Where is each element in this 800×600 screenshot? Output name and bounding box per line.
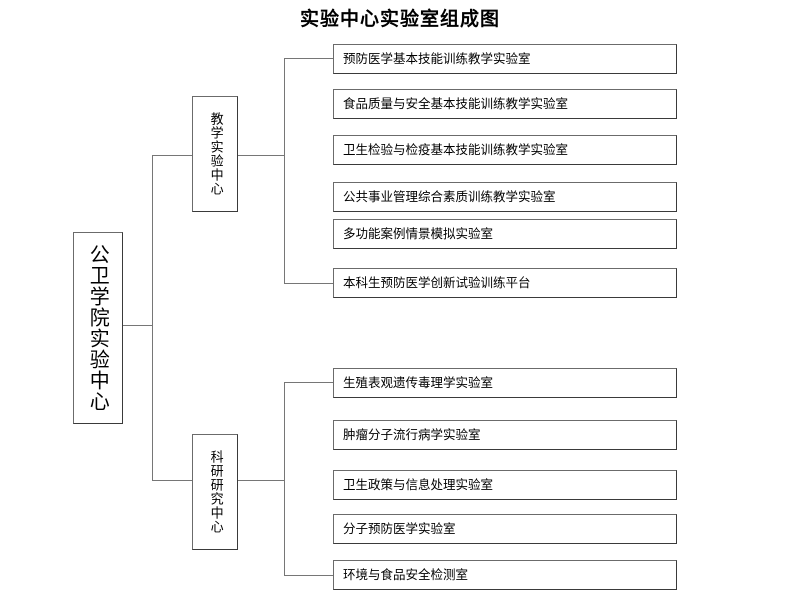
connector-research-trunk (284, 382, 285, 575)
leaf-node-research-1-label: 生殖表观遗传毒理学实验室 (343, 374, 494, 390)
leaf-node-research-4[interactable]: 分子预防医学实验室 (333, 514, 677, 544)
connector-teaching-to-leaf-1 (284, 58, 333, 59)
connector-teaching-stub (238, 155, 284, 156)
leaf-node-research-4-label: 分子预防医学实验室 (343, 520, 456, 536)
page-title: 实验中心实验室组成图 (299, 8, 500, 30)
connector-research-stub (238, 480, 284, 481)
leaf-node-teaching-4-label: 公共事业管理综合素质训练教学实验室 (343, 188, 556, 204)
root-node-public-health-lab-center[interactable]: 公卫学院实验中心 (73, 232, 123, 424)
group-node-teaching-center[interactable]: 教学实验中心 (192, 96, 238, 212)
leaf-node-teaching-5[interactable]: 多功能案例情景模拟实验室 (333, 219, 677, 249)
leaf-node-teaching-2-label: 食品质量与安全基本技能训练教学实验室 (343, 95, 569, 111)
group-node-teaching-center-label: 教学实验中心 (207, 112, 223, 196)
leaf-node-research-3-label: 卫生政策与信息处理实验室 (343, 476, 494, 492)
connector-research-to-leaf-1 (284, 382, 333, 383)
leaf-node-research-2[interactable]: 肿瘤分子流行病学实验室 (333, 420, 677, 450)
connector-trunk-to-research (152, 480, 192, 481)
leaf-node-teaching-3[interactable]: 卫生检验与检疫基本技能训练教学实验室 (333, 135, 677, 165)
root-node-label: 公卫学院实验中心 (86, 244, 111, 412)
leaf-node-research-1[interactable]: 生殖表观遗传毒理学实验室 (333, 368, 677, 398)
leaf-node-teaching-4[interactable]: 公共事业管理综合素质训练教学实验室 (333, 182, 677, 212)
leaf-node-teaching-3-label: 卫生检验与检疫基本技能训练教学实验室 (343, 141, 569, 157)
connector-trunk-to-teaching (152, 155, 192, 156)
leaf-node-teaching-5-label: 多功能案例情景模拟实验室 (343, 225, 494, 241)
leaf-node-research-5[interactable]: 环境与食品安全检测室 (333, 560, 677, 590)
leaf-node-teaching-1-label: 预防医学基本技能训练教学实验室 (343, 50, 531, 66)
leaf-node-research-2-label: 肿瘤分子流行病学实验室 (343, 426, 481, 442)
leaf-node-teaching-2[interactable]: 食品质量与安全基本技能训练教学实验室 (333, 89, 677, 119)
group-node-research-center-label: 科研研究中心 (207, 450, 223, 534)
connector-root-stub (123, 325, 152, 326)
connector-teaching-trunk (284, 58, 285, 283)
leaf-node-teaching-6-label: 本科生预防医学创新试验训练平台 (343, 274, 531, 290)
connector-research-to-leaf-5 (284, 575, 333, 576)
connector-root-trunk (152, 155, 153, 480)
connector-teaching-to-leaf-6 (284, 283, 333, 284)
leaf-node-teaching-1[interactable]: 预防医学基本技能训练教学实验室 (333, 44, 677, 74)
leaf-node-research-5-label: 环境与食品安全检测室 (343, 566, 469, 582)
leaf-node-teaching-6[interactable]: 本科生预防医学创新试验训练平台 (333, 268, 677, 298)
group-node-research-center[interactable]: 科研研究中心 (192, 434, 238, 550)
leaf-node-research-3[interactable]: 卫生政策与信息处理实验室 (333, 470, 677, 500)
